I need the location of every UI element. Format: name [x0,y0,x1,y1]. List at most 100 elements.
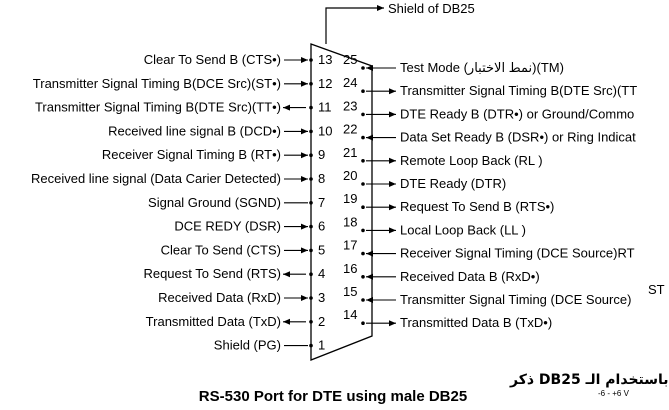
pin-dot [361,112,365,117]
pin-label: Receiver Signal Timing (DCE Source)RT [400,246,635,261]
left-pin-9: 9 Receiver Signal Timing B (RT•) [102,147,325,162]
pin-number: 11 [318,100,332,115]
pin-label: Request To Send (RTS) [143,266,281,281]
pin-label: Transmitted Data B (TxD•) [400,315,552,330]
pin-label: Clear To Send B (CTS•) [144,52,281,67]
pin-dot [309,82,313,86]
pin-label: Received Data (RxD) [158,290,281,305]
pin-number: 13 [318,52,332,67]
pin-label: Transmitter Signal Timing B(DTE Src)(TT•… [35,100,281,115]
pin-label: Data Set Ready B (DSR•) or Ring Indicat [400,130,636,145]
pin-dot [309,177,313,181]
pin-dot [361,135,365,140]
pin-dot [309,224,313,229]
pin-label: DCE REDY (DSR) [174,219,281,234]
pin-label: Local Loop Back (LL ) [400,222,526,237]
pin-number: 9 [318,147,325,162]
pin-dot [309,343,313,348]
left-pin-8: 8 Received line signal (Data Carier Detec… [31,171,325,186]
pin-number: 24 [343,75,357,90]
pin-dot [309,201,313,205]
pin-label: DTE Ready B (DTR•) or Ground/Commo [400,106,634,121]
caption-english: RS-530 Port for DTE using male DB25 [199,388,467,405]
db25-connector-body [310,43,373,361]
pin-number: 12 [318,76,332,91]
pin-number: 4 [318,266,325,281]
pin-dot [361,66,365,70]
pin-label: Transmitter Signal Timing B(DTE Src)(TT [400,83,637,98]
pin-number: 8 [318,171,325,186]
pin-number: 14 [343,307,357,322]
pin-dot [309,58,313,62]
left-pin-10: 10 Received line signal B (DCD•) [108,123,332,138]
left-pin-13: 13 Clear To Send B (CTS•) [144,52,333,67]
pin-number: 17 [343,238,357,253]
pin-label: Request To Send B (RTS•) [400,199,554,214]
pin-dot [361,251,365,256]
pin-number: 22 [343,122,357,137]
left-pin-11: 11 Transmitter Signal Timing B(DTE Src)(T… [35,100,332,115]
pin-number: 16 [343,261,357,276]
pin-dot [361,228,365,233]
pin-dot [361,182,365,186]
pin-number: 21 [343,145,357,160]
pin-dot [361,321,365,326]
pin-dot [309,248,313,253]
left-pin-3: 3 Received Data (RxD) [158,290,325,305]
left-pin-6: 6 DCE REDY (DSR) [174,219,325,234]
pin-dot [361,89,365,93]
pin-label: Remote Loop Back (RL ) [400,153,543,168]
pin-label: Clear To Send (CTS) [161,242,281,257]
pin-label: Signal Ground (SGND) [148,195,281,210]
pin-label: Transmitted Data (TxD) [146,314,281,329]
pin-dot [361,205,365,209]
pin-label: Received Data B (RxD•) [400,269,540,284]
pin-label: Received line signal (Data Carier Detect… [31,171,281,186]
pin-number: 2 [318,314,325,329]
pin-dot [309,129,313,134]
left-pin-2: 2 Transmitted Data (TxD) [146,314,326,329]
pin-number: 18 [343,214,357,229]
pin-dot [361,159,365,163]
pin-label: Received line signal B (DCD•) [108,123,281,138]
pin-label: Test Mode (نمط الاختبار)(TM) [400,60,564,76]
pin-dot [309,272,313,277]
pin-number: 10 [318,123,332,138]
pin-number: 19 [343,191,357,206]
pin-label: Receiver Signal Timing B (RT•) [102,147,281,162]
pin-number: 15 [343,284,357,299]
pin-number: 23 [343,98,357,113]
pin-dot [309,320,313,324]
pin-dot [309,296,313,300]
pin-number: 7 [318,195,325,210]
stray-label: ST [648,282,665,297]
left-pin-7: 7 Signal Ground (SGND) [148,195,325,210]
pin-label: Transmitter Signal Timing (DCE Source) [400,292,631,307]
pin-label: Shield (PG) [214,338,281,353]
shield-label: Shield of DB25 [388,1,475,16]
left-pin-4: 4 Request To Send (RTS) [143,266,325,281]
pin-label: Transmitter Signal Timing B(DCE Src)(ST•… [33,76,281,91]
pin-number: 25 [343,52,357,67]
pin-dot [309,105,313,110]
pin-number: 6 [318,219,325,234]
pin-number: 3 [318,290,325,305]
pin-dot [361,298,365,302]
left-pin-12: 12 Transmitter Signal Timing B(DCE Src)(S… [33,76,333,91]
